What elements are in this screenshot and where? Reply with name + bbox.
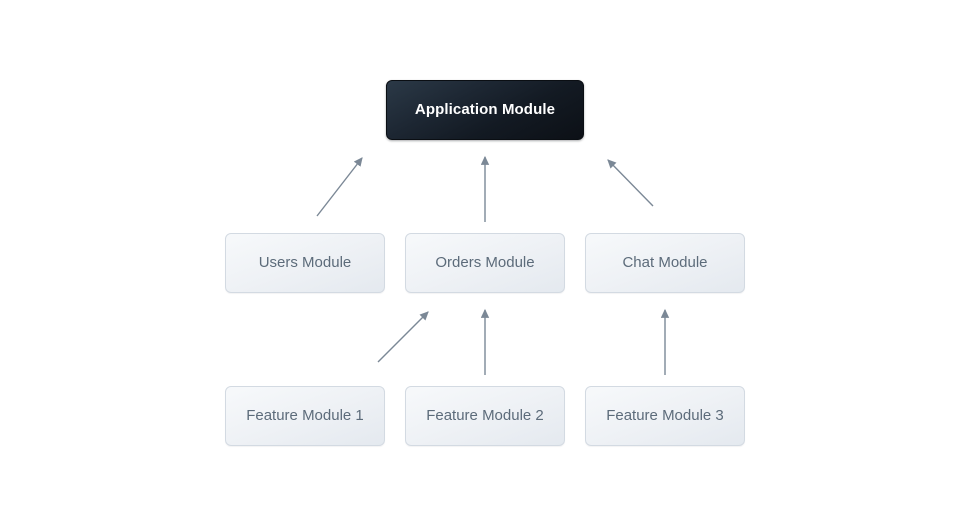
node-feature-module-2[interactable]: Feature Module 2 (405, 386, 565, 446)
arrow-chat-to-application (607, 159, 654, 207)
arrow-users-to-application (316, 157, 363, 217)
node-label: Chat Module (622, 254, 708, 271)
node-users-module[interactable]: Users Module (225, 233, 385, 293)
node-label: Feature Module 3 (606, 407, 724, 424)
arrow-feature1-to-users (377, 311, 429, 363)
node-chat-module[interactable]: Chat Module (585, 233, 745, 293)
node-label: Orders Module (435, 254, 535, 271)
node-feature-module-3[interactable]: Feature Module 3 (585, 386, 745, 446)
node-orders-module[interactable]: Orders Module (405, 233, 565, 293)
node-feature-module-1[interactable]: Feature Module 1 (225, 386, 385, 446)
node-label: Feature Module 1 (246, 407, 364, 424)
node-label: Feature Module 2 (426, 407, 544, 424)
node-label: Users Module (258, 254, 352, 271)
node-application-module[interactable]: Application Module (386, 80, 584, 140)
node-label: Application Module (414, 101, 556, 118)
